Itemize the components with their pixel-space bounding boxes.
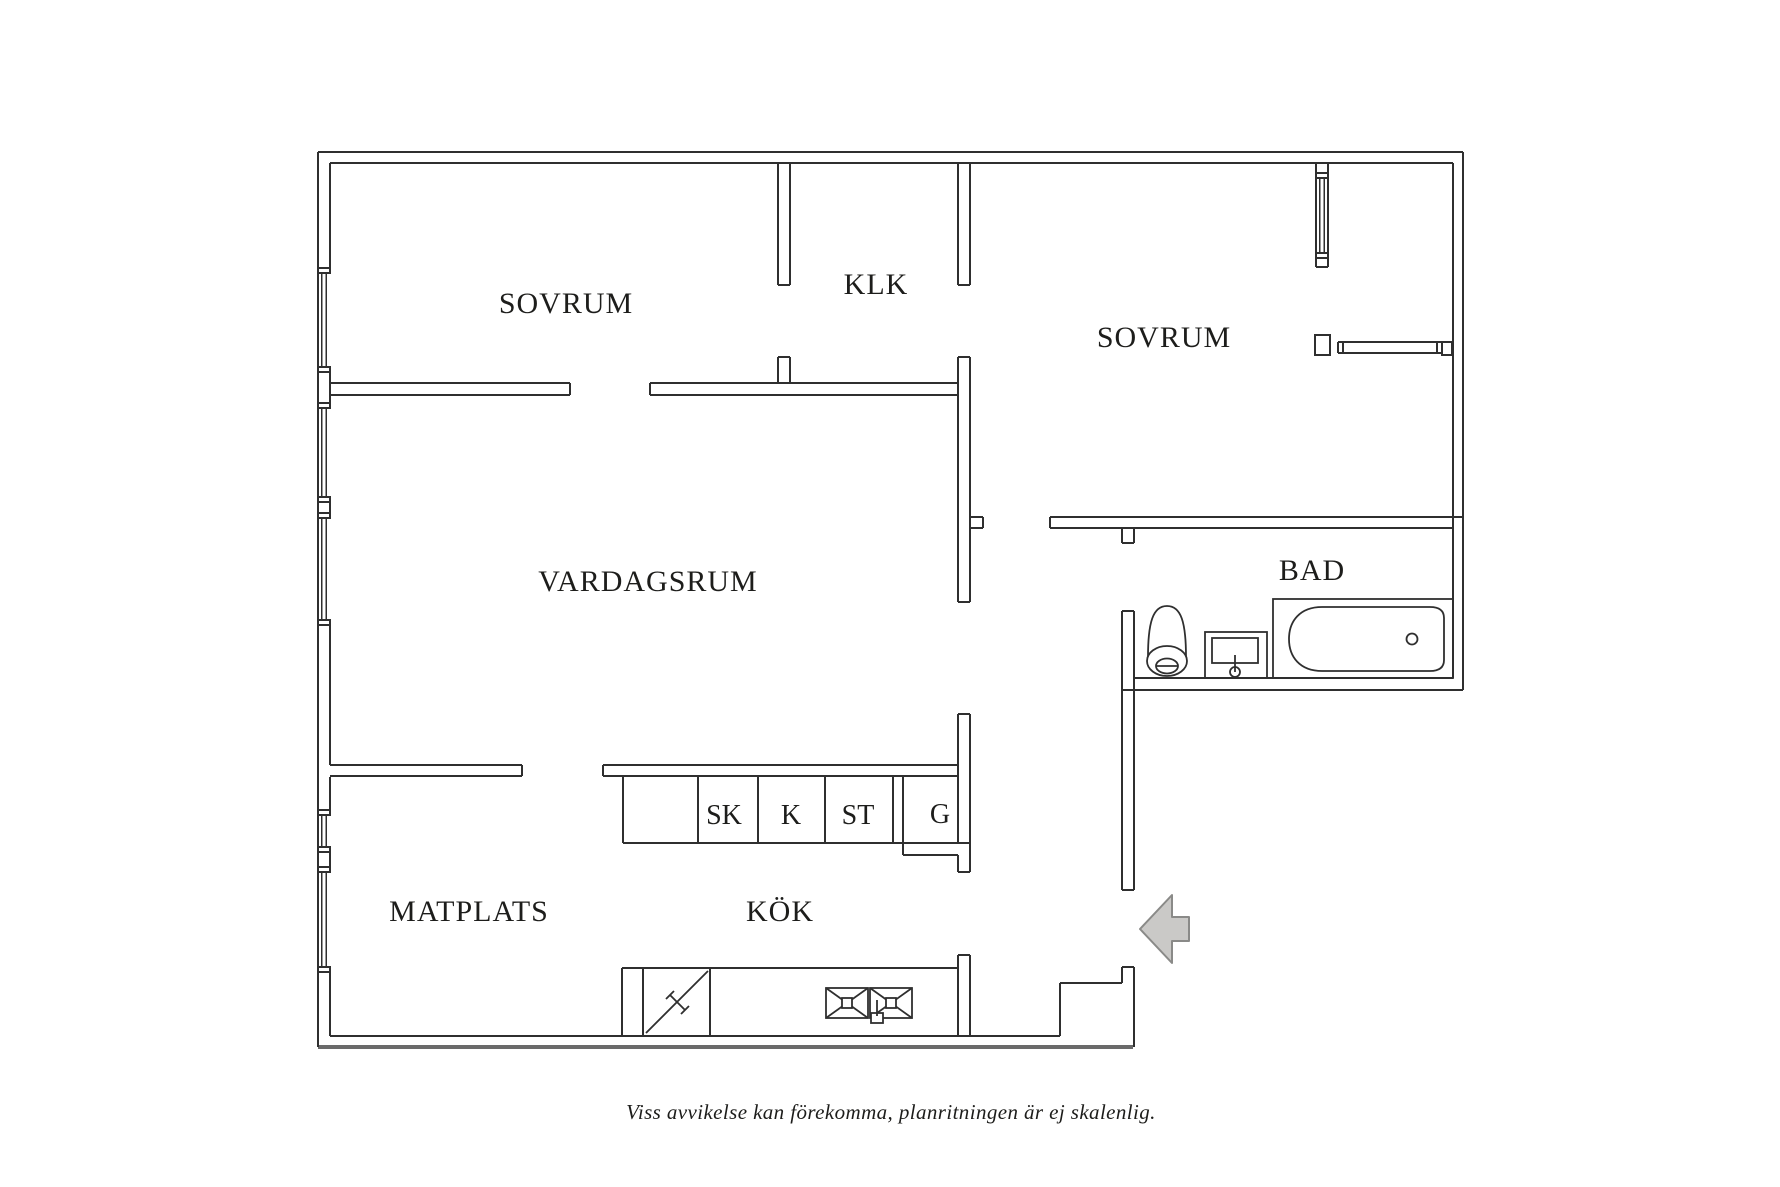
toilet-icon: [1146, 605, 1188, 677]
cabinet-label-k: K: [781, 800, 801, 831]
double-sink-icon: [825, 987, 913, 1024]
room-label-living-room: VARDAGSRUM: [538, 565, 758, 598]
window-icon: [320, 178, 1325, 967]
counter-appliance-icon: [645, 970, 709, 1034]
walls: [316, 150, 1465, 1047]
window-caps: [317, 172, 1453, 973]
room-label-closet-klk: KLK: [844, 268, 909, 301]
room-label-dining: MATPLATS: [389, 895, 549, 928]
room-label-kitchen: KÖK: [746, 895, 814, 928]
entrance-arrow-icon: [1139, 894, 1190, 964]
disclaimer-caption: Viss avvikelse kan förekomma, planritnin…: [626, 1100, 1156, 1124]
room-label-bathroom: BAD: [1279, 554, 1345, 587]
washbasin-icon: [1204, 631, 1268, 679]
cabinet-label-sk: SK: [706, 800, 742, 831]
bathtub-icon: [1272, 598, 1454, 679]
room-label-bedroom-right: SOVRUM: [1097, 321, 1231, 354]
cabinet-label-st: ST: [842, 800, 875, 831]
room-label-bedroom-left: SOVRUM: [499, 287, 633, 320]
cabinet-label-g: G: [930, 799, 950, 830]
